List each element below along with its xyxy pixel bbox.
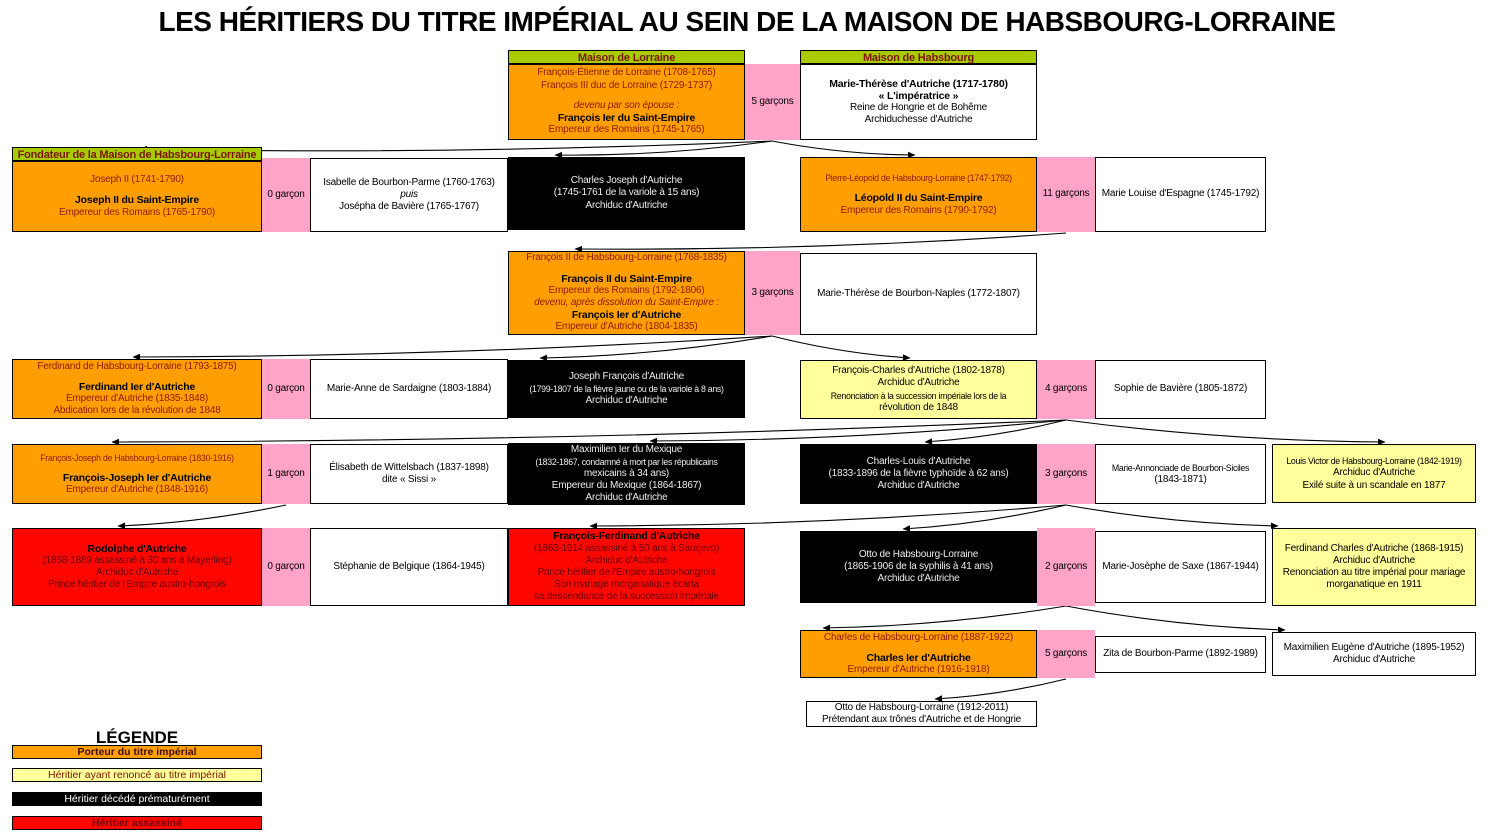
group-header: Maison de Lorraine (508, 50, 745, 64)
sons-count-charles-ier: 5 garçons (1037, 630, 1095, 678)
parent-child-arrow (589, 504, 1067, 530)
parent-child-arrow (111, 419, 1067, 446)
parent-child-arrow (1065, 504, 1279, 530)
group-header: Fondateur de la Maison de Habsbourg-Lorr… (12, 147, 262, 161)
parent-child-arrow (822, 605, 1067, 632)
person-box-ferdinand-charles: Ferdinand Charles d'Autriche (1868-1915)… (1272, 528, 1476, 606)
parent-child-arrow (1065, 605, 1286, 634)
parent-child-arrow (649, 419, 1067, 445)
person-box-joseph-francois: Joseph François d'Autriche(1799-1807 de … (508, 360, 745, 418)
sons-count-otto: 2 garçons (1037, 528, 1095, 606)
person-box-francois-ferdinand: François-Ferdinand d'Autriche(1863-1914 … (508, 528, 745, 606)
sons-count-rodolphe: 0 garçon (262, 528, 310, 606)
person-box-charles-ier: Charles de Habsbourg-Lorraine (1887-1922… (800, 630, 1037, 678)
parent-child-arrow (924, 419, 1067, 445)
sons-count-francois-charles: 4 garçons (1037, 360, 1095, 419)
sons-count-joseph-ii: 0 garçon (262, 158, 310, 232)
sons-count-francois-joseph: 1 garçon (262, 444, 310, 504)
person-box-louis-victor: Louis Victor de Habsbourg-Lorraine (1842… (1272, 444, 1476, 503)
person-box-marie-louise-espagne: Marie Louise d'Espagne (1745-1792) (1095, 157, 1266, 232)
person-box-elisabeth-sissi: Élisabeth de Wittelsbach (1837-1898)dite… (310, 444, 508, 504)
sons-count-lorraine-habsbourg: 5 garçons (745, 64, 800, 140)
legend-item-assassinated: Héritier assassiné (12, 816, 262, 830)
person-box-isabelle-puis-josepha: Isabelle de Bourbon-Parme (1760-1763)pui… (310, 158, 508, 232)
person-box-ferdinand-ier: Ferdinand de Habsbourg-Lorraine (1793-18… (12, 359, 262, 419)
person-box-joseph-ii: Joseph II (1741-1790)Joseph II du Saint-… (12, 161, 262, 232)
parent-child-arrow (902, 504, 1067, 532)
sons-count-charles-louis: 3 garçons (1037, 444, 1095, 504)
page-title: LES HÉRITIERS DU TITRE IMPÉRIAL AU SEIN … (158, 6, 1336, 37)
sons-count-ferdinand: 0 garçon (262, 359, 310, 419)
person-box-francois-ii: François II de Habsbourg-Lorraine (1768-… (508, 251, 745, 335)
legend-title: LÉGENDE (95, 728, 179, 747)
person-box-otto-habsbourg-lorraine: Otto de Habsbourg-Lorraine(1865-1906 de … (800, 531, 1037, 603)
legend-item-renounced: Héritier ayant renoncé au titre impérial (12, 768, 262, 782)
person-box-stephanie-belgique: Stéphanie de Belgique (1864-1945) (310, 528, 508, 606)
person-box-francois-charles: François-Charles d'Autriche (1802-1878)A… (800, 360, 1037, 419)
person-box-leopold-ii: Pierre-Léopold de Habsbourg-Lorraine (17… (800, 157, 1037, 232)
parent-child-arrow (934, 678, 1067, 702)
person-box-francois-ier-saint-empire: François-Étienne de Lorraine (1708-1765)… (508, 64, 745, 140)
parent-child-arrow (539, 335, 773, 362)
person-box-zita-bourbon-parme: Zita de Bourbon-Parme (1892-1989) (1095, 636, 1266, 673)
sons-count-francois-ii: 3 garçons (745, 251, 800, 335)
person-box-maximilien-mexique: Maximilien Ier du Mexique(1832-1867, con… (508, 443, 745, 505)
person-box-marie-therese-naples: Marie-Thérèse de Bourbon-Naples (1772-18… (800, 253, 1037, 335)
parent-child-arrow (117, 504, 287, 530)
person-box-marie-annonciade: Marie-Annonciade de Bourbon-Siciles(1843… (1095, 444, 1266, 504)
parent-child-arrow (574, 232, 1067, 253)
group-header: Maison de Habsbourg (800, 50, 1037, 64)
sons-count-leopold-ii: 11 garçons (1037, 157, 1095, 232)
legend-item-imperial: Porteur du titre impérial (12, 745, 262, 759)
legend-item-deceased: Héritier décédé prématurément (12, 792, 262, 806)
parent-child-arrow (771, 140, 916, 159)
person-box-charles-joseph: Charles Joseph d'Autriche(1745-1761 de l… (508, 157, 745, 230)
person-box-francois-joseph-ier: François-Joseph de Habsbourg-Lorraine (1… (12, 444, 262, 504)
person-box-charles-louis: Charles-Louis d'Autriche(1833-1896 de la… (800, 444, 1037, 504)
person-box-marie-therese-imperatrice: Marie-Thérèse d'Autriche (1717-1780)« L'… (800, 64, 1037, 140)
person-box-maximilien-eugene: Maximilien Eugène d'Autriche (1895-1952)… (1272, 632, 1476, 676)
parent-child-arrow (554, 140, 773, 159)
person-box-sophie-baviere: Sophie de Bavière (1805-1872) (1095, 360, 1266, 419)
parent-child-arrow (771, 335, 911, 361)
person-box-marie-anne-sardaigne: Marie-Anne de Sardaigne (1803-1884) (310, 359, 508, 419)
person-box-otto-pretendant: Otto de Habsbourg-Lorraine (1912-2011)Pr… (806, 701, 1037, 727)
parent-child-arrow (1065, 419, 1386, 446)
person-box-rodolphe: Rodolphe d'Autriche(1858-1889 assassiné … (12, 528, 262, 606)
parent-child-arrow (132, 335, 773, 361)
person-box-marie-josephe-saxe: Marie-Josèphe de Saxe (1867-1944) (1095, 531, 1266, 603)
